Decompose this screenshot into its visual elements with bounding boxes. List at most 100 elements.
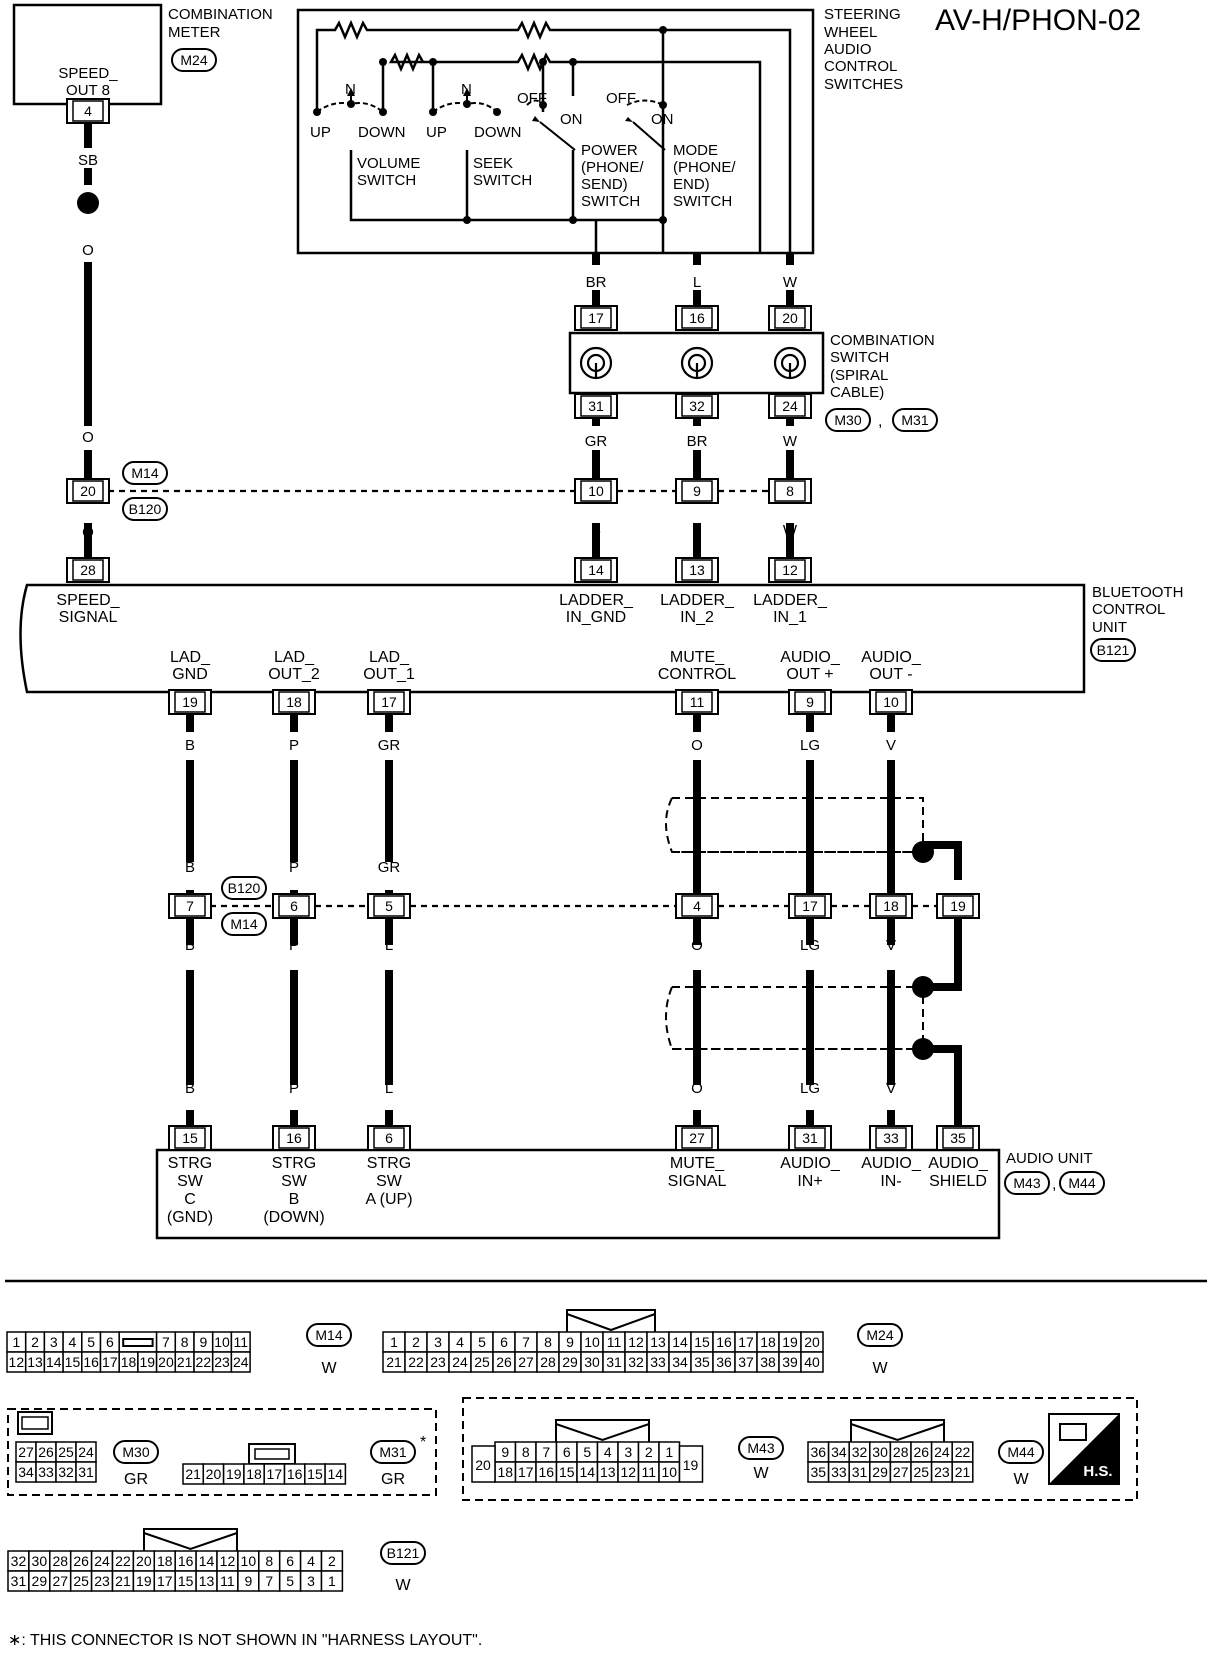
audio-pin-label-5-0: AUDIO_	[861, 1155, 922, 1172]
b121-bottom-pin: 19	[136, 1573, 152, 1589]
audio-pin-6-number: 35	[950, 1130, 966, 1146]
wire-color-post-junc-0: B	[185, 937, 195, 954]
wire-color-o-3: O	[82, 524, 94, 541]
m14-top-pin: 5	[87, 1334, 95, 1350]
wire-color-pre-junc-1: P	[289, 859, 299, 876]
m14-bottom-pin: 15	[65, 1354, 81, 1370]
bcu-bottom-pin-1-number: 18	[286, 694, 302, 710]
connector-m24: M24	[171, 48, 217, 72]
b121-bottom-pin: 13	[199, 1573, 215, 1589]
audio-pin-label-6-1: SHIELD	[929, 1173, 987, 1190]
m44-bottom-pin: 27	[893, 1464, 909, 1480]
connector-m31: M31	[892, 408, 938, 432]
spiral-upper-pin-1-number: 16	[689, 310, 705, 326]
face-m31-id: M31	[379, 1444, 406, 1460]
bcu-top-label-2-b: IN_2	[680, 609, 714, 626]
connector-m14-upper: M14	[122, 461, 168, 485]
wire-color-audio-1: P	[289, 1080, 299, 1097]
bcu-bottom-pin-5: 10	[869, 689, 913, 715]
b121-top-pin: 16	[178, 1553, 194, 1569]
combination-meter-label-2: METER	[168, 24, 221, 41]
face-m24-id: M24	[866, 1327, 893, 1343]
m24-top-pin: 11	[607, 1334, 622, 1350]
junction-lower-pin-2: 5	[367, 893, 411, 919]
mode-off: OFF	[606, 90, 636, 107]
volume-switch-label-1: VOLUME	[357, 155, 420, 172]
seek-n: N	[461, 81, 472, 98]
junction-lower-pin-6-number: 19	[950, 898, 966, 914]
m43-bottom-pin: 15	[559, 1464, 575, 1480]
meter-pin-4: 4	[66, 98, 110, 124]
audio-pin-1-number: 16	[286, 1130, 302, 1146]
m44-bottom-pin: 21	[955, 1464, 971, 1480]
face-m43-id: M43	[747, 1440, 774, 1456]
bcu-bottom-label-5-a: AUDIO_	[861, 649, 922, 666]
combination-switch-label-4: CABLE)	[830, 384, 884, 401]
m43-left-pin: 20	[475, 1457, 491, 1473]
m24-top-pin: 15	[694, 1334, 710, 1350]
connector-m43: M43	[1004, 1171, 1050, 1195]
m31-pin: 14	[327, 1466, 343, 1482]
steering-label-1: STEERING	[824, 6, 901, 23]
connector-m43-id: M43	[1013, 1175, 1040, 1191]
b121-bottom-pin: 1	[328, 1573, 336, 1589]
bcu-bottom-label-3-b: CONTROL	[658, 666, 736, 683]
m31-pin: 19	[226, 1466, 242, 1482]
audio-pin-label-6-0: AUDIO_	[928, 1155, 989, 1172]
spiral-lower-pin-0-number: 31	[588, 398, 604, 414]
m43-top-pin: 9	[501, 1444, 509, 1460]
bcu-bottom-label-4-a: AUDIO_	[780, 649, 841, 666]
junction-upper-pin-1-number: 10	[588, 483, 604, 499]
b121-bottom-pin: 11	[220, 1573, 235, 1589]
m43-top-pin: 7	[542, 1444, 550, 1460]
m14-bottom-pin: 20	[158, 1354, 174, 1370]
audio-pin-label-4-1: IN+	[797, 1173, 822, 1190]
wire-color-pre-junc-0: B	[185, 859, 195, 876]
m24-top-pin: 4	[456, 1334, 464, 1350]
m24-bottom-pin: 36	[716, 1354, 732, 1370]
face-m44-id: M44	[1007, 1444, 1034, 1460]
junction-lower-pin-0: 7	[168, 893, 212, 919]
audio-pin-2: 6	[367, 1125, 411, 1151]
wire-color-junc-1: L	[693, 522, 701, 539]
bcu-bottom-label-4-b: OUT +	[786, 666, 833, 683]
m24-top-pin: 14	[672, 1334, 688, 1350]
junction-upper-pin-0-number: 20	[80, 483, 96, 499]
m24-top-pin: 13	[650, 1334, 666, 1350]
audio-pin-2-number: 6	[385, 1130, 393, 1146]
bcu-bottom-label-2-a: LAD_	[369, 649, 410, 666]
m43-top-pin: 6	[563, 1444, 571, 1460]
m14-top-pin: 2	[31, 1334, 39, 1350]
b121-bottom-pin: 15	[178, 1573, 194, 1589]
volume-n: N	[345, 81, 356, 98]
b121-bottom-pin: 27	[52, 1573, 68, 1589]
meter-pin-4-number: 4	[84, 103, 92, 119]
m43-top-pin: 2	[645, 1444, 653, 1460]
wire-color-post-junc-2: L	[385, 937, 393, 954]
face-m30-color: GR	[124, 1471, 148, 1488]
m44-top-pin: 36	[811, 1444, 827, 1460]
junction-lower-pin-4-number: 17	[802, 898, 818, 914]
m43-bottom-pin: 10	[661, 1464, 677, 1480]
m24-bottom-pin: 31	[606, 1354, 622, 1370]
wire-color-audio-0: B	[185, 1080, 195, 1097]
spiral-lower-pin-1-number: 32	[689, 398, 705, 414]
hs-label: H.S.	[1083, 1463, 1112, 1480]
junction-upper-pin-3: 8	[768, 478, 812, 504]
m30-bottom-pin: 33	[38, 1464, 54, 1480]
connector-m31-id: M31	[901, 412, 928, 428]
bcu-bottom-pin-4-number: 9	[806, 694, 814, 710]
m24-bottom-pin: 25	[474, 1354, 490, 1370]
bcu-bottom-label-5-b: OUT -	[869, 666, 912, 683]
junction-lower-pin-0-number: 7	[186, 898, 194, 914]
audio-pin-label-3-1: SIGNAL	[668, 1173, 727, 1190]
m43-top-pin: 8	[522, 1444, 530, 1460]
b121-top-pin: 8	[265, 1553, 273, 1569]
page-id: AV-H/PHON-02	[935, 4, 1141, 37]
audio-pin-label-0-0: STRG	[168, 1155, 212, 1172]
junction-upper-pin-1: 10	[574, 478, 618, 504]
connector-b120-upper-id: B120	[129, 501, 162, 517]
connector-b120-upper: B120	[122, 497, 168, 521]
bcu-bottom-pin-3-number: 11	[690, 694, 705, 710]
spiral-lower-pin-1: 32	[675, 393, 719, 419]
